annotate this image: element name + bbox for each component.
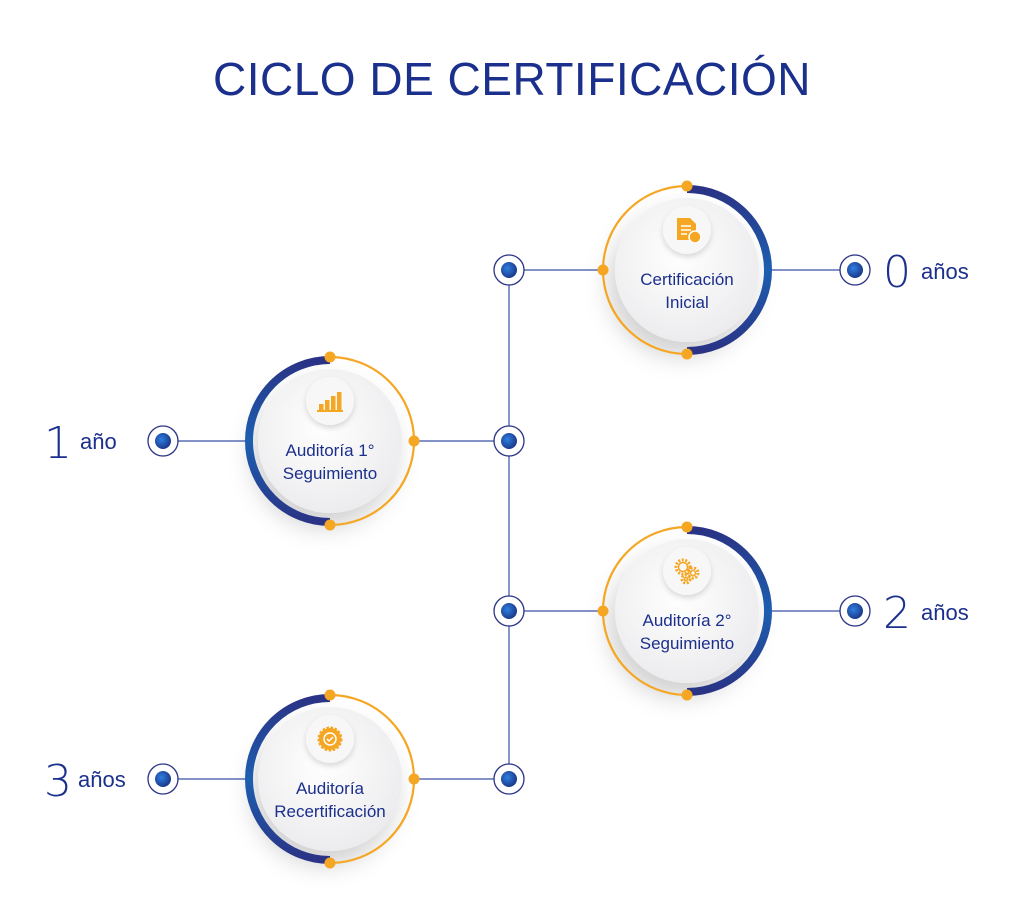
- stage-title-line1: Certificación: [640, 270, 734, 289]
- orange-dot: [597, 264, 609, 276]
- stage-circle: [258, 369, 402, 513]
- badge-check-icon: [317, 726, 343, 752]
- document-lines: [681, 225, 691, 235]
- year-unit: años: [921, 600, 969, 625]
- node-dot: [155, 771, 171, 787]
- stage-1: Auditoría 1° Seguimiento 1 año: [44, 351, 525, 531]
- orange-dot: [324, 519, 336, 531]
- year-unit: año: [80, 429, 117, 454]
- stage-circle: [258, 707, 402, 851]
- node-dot: [501, 433, 517, 449]
- node-dot: [155, 433, 171, 449]
- orange-dot: [681, 348, 693, 360]
- blue-arc: [686, 526, 772, 696]
- document-check-icon: [677, 218, 702, 244]
- stage-circle: [615, 198, 759, 342]
- gear: [686, 566, 700, 580]
- orange-dot: [324, 857, 336, 869]
- year-number: 2: [883, 588, 911, 639]
- bar: [331, 396, 336, 410]
- year-number: 3: [44, 756, 72, 807]
- stage-title-line2: Seguimiento: [283, 464, 378, 483]
- blue-arc: [245, 694, 331, 864]
- stage-2: Auditoría 2° Seguimiento 2 años: [493, 521, 969, 701]
- stage-title-line1: Auditoría 2°: [642, 611, 731, 630]
- stage-circle: [615, 539, 759, 683]
- node-dot: [847, 603, 863, 619]
- stage-title-line1: Auditoría: [296, 779, 365, 798]
- orange-dot: [681, 521, 693, 533]
- year-unit: años: [78, 767, 126, 792]
- node-dot: [501, 262, 517, 278]
- gear-hub: [689, 569, 697, 577]
- baseline: [317, 410, 343, 412]
- orange-dot: [597, 605, 609, 617]
- bar-chart-icon: [317, 392, 343, 412]
- bar: [325, 400, 330, 410]
- orange-dot: [324, 689, 336, 701]
- stage-title-line2: Inicial: [665, 293, 708, 312]
- orange-dot: [408, 773, 420, 785]
- node-dot: [501, 771, 517, 787]
- year-number: 1: [44, 418, 72, 469]
- gear-hub: [683, 576, 689, 582]
- node-dot: [847, 262, 863, 278]
- stage-title-line2: Recertificación: [274, 802, 386, 821]
- year-number: 0: [883, 247, 911, 298]
- stage-title-line2: Seguimiento: [640, 634, 735, 653]
- gear: [680, 573, 692, 585]
- gear: [674, 558, 692, 576]
- orange-dot: [324, 351, 336, 363]
- bar: [319, 404, 324, 410]
- stage-title-line1: Auditoría 1°: [285, 441, 374, 460]
- year-unit: años: [921, 259, 969, 284]
- orange-dot: [681, 689, 693, 701]
- gear-hub: [677, 561, 689, 573]
- node-dot: [501, 603, 517, 619]
- blue-arc: [245, 356, 331, 526]
- page-title: CICLO DE CERTIFICACIÓN: [213, 53, 811, 105]
- icon-bubble: [306, 377, 354, 425]
- blue-arc: [686, 185, 772, 355]
- gears-icon: [674, 558, 700, 585]
- check-badge: [688, 230, 702, 244]
- orange-dot: [681, 180, 693, 192]
- badge-ring: [323, 732, 337, 746]
- bar: [337, 392, 342, 410]
- orange-dot: [408, 435, 420, 447]
- check-mark: [326, 736, 334, 743]
